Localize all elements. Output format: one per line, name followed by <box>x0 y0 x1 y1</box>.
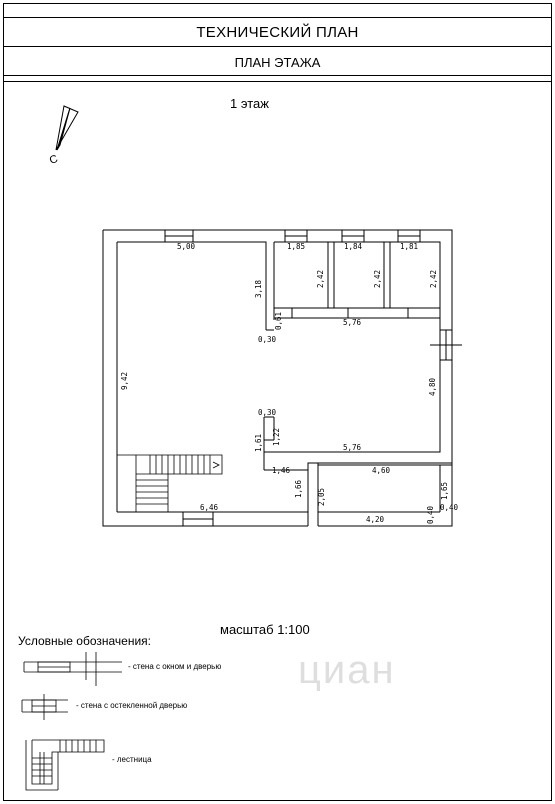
dim-label: 2,42 <box>373 270 382 288</box>
outer-walls <box>102 229 453 527</box>
dim-label: 5,76 <box>343 318 362 327</box>
document-subtitle: ПЛАН ЭТАЖА <box>234 54 321 70</box>
dim-label: 4,80 <box>428 377 437 396</box>
drawing-sheet-border <box>3 3 552 801</box>
title-block: ТЕХНИЧЕСКИЙ ПЛАН ПЛАН ЭТАЖА <box>3 17 552 76</box>
wall-glazed-door-symbol-icon <box>21 694 68 720</box>
watermark-logo: циан <box>298 648 396 692</box>
dim-label: 3,18 <box>254 279 263 298</box>
dim-label: 1,84 <box>344 242 363 251</box>
dim-label: 1,66 <box>294 479 303 498</box>
legend-staircase-symbol-icon <box>25 739 105 791</box>
dim-label: 1,46 <box>272 466 291 475</box>
inner-partitions <box>263 242 440 471</box>
legend-item-staircase: - лестница <box>112 755 152 764</box>
dim-label: 2,42 <box>429 270 438 288</box>
dim-label: 5,76 <box>343 443 362 452</box>
title-divider <box>3 81 552 82</box>
dim-label: 6,46 <box>200 503 219 512</box>
dim-label: 1,81 <box>400 242 418 251</box>
dim-label: 5,00 <box>177 242 196 251</box>
wall-window-door-symbol-icon <box>23 652 122 686</box>
staircase-icon <box>117 454 223 512</box>
legend-item-wall-window-door: - стена с окном и дверью <box>128 662 222 671</box>
dim-label: 1,61 <box>254 434 263 452</box>
legend-title: Условные обозначения: <box>18 634 151 648</box>
floor-label: 1 этаж <box>230 96 269 111</box>
scale-label: масштаб 1:100 <box>220 622 310 637</box>
windows <box>164 229 421 527</box>
compass-letter: С <box>48 153 60 167</box>
dim-label: 0,30 <box>258 335 277 344</box>
dim-label: 4,60 <box>372 466 391 475</box>
dim-label: 0,61 <box>274 312 283 330</box>
dim-label: 9,42 <box>120 372 129 390</box>
glazed-door <box>430 329 462 361</box>
door-openings <box>291 308 409 318</box>
dim-label: 1,65 <box>440 482 449 500</box>
dim-label: 2,05 <box>317 488 326 506</box>
dim-label: 0,40 <box>426 505 435 524</box>
dim-label: 1,85 <box>287 242 305 251</box>
dim-label: 0,30 <box>258 408 277 417</box>
dim-label: 1,22 <box>272 428 281 446</box>
dim-label: 4,20 <box>366 515 385 524</box>
compass-north-arrow-icon <box>55 105 79 151</box>
legend-item-wall-glazed-door: - стена с остекленной дверью <box>76 701 188 710</box>
dim-label: 2,42 <box>316 270 325 288</box>
dim-label: 0,40 <box>440 503 459 512</box>
document-title: ТЕХНИЧЕСКИЙ ПЛАН <box>3 18 552 47</box>
legend-symbols <box>21 652 122 791</box>
